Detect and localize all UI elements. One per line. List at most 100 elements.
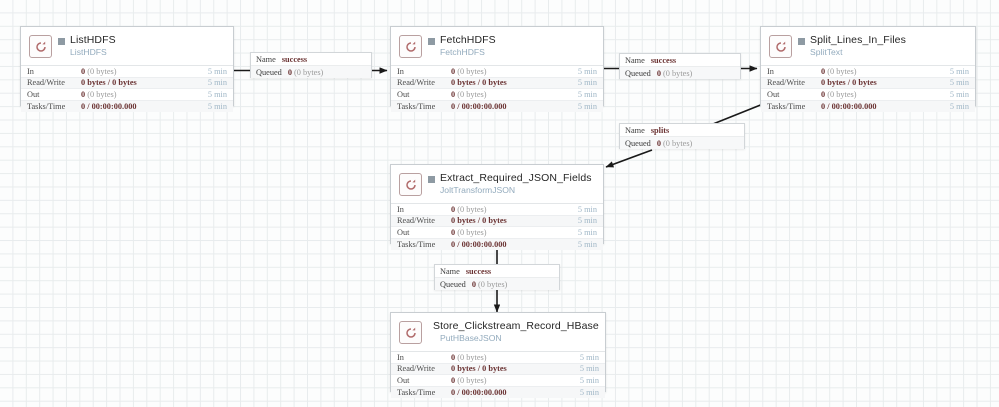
stat-time-out: 5 min [577,89,597,99]
stat-time-out: 5 min [579,375,599,385]
stat-label-in: In [27,66,34,76]
stat-row-tasks-time: Tasks/Time 0 / 00:00:00.000 5 min [391,386,605,398]
stat-value-out: 0 (0 bytes) [81,89,117,99]
run-status-indicator [58,37,65,45]
stat-value-read-write: 0 bytes / 0 bytes [451,216,507,226]
stat-time-in: 5 min [207,66,227,76]
processor-node-store-clickstream-record-hbase[interactable]: Store_Clickstream_Record_HBase PutHBaseJ… [390,312,606,398]
connection-name-value: success [465,266,492,276]
connection-queued-row: Queued 0 (0 bytes) [251,66,371,78]
stat-label-tasks-time: Tasks/Time [397,387,436,397]
processor-header: FetchHDFS FetchHDFS [391,27,603,65]
connection-name-value: splits [650,125,670,135]
processor-header: Extract_Required_JSON_Fields JoltTransfo… [391,165,603,203]
stat-time-tasks-time: 5 min [577,101,597,111]
processor-stats: In 0 (0 bytes) 5 min Read/Write 0 bytes … [391,351,605,398]
stat-label-out: Out [397,227,410,237]
stat-value-read-write: 0 bytes / 0 bytes [451,78,507,88]
stat-label-read-write: Read/Write [397,216,435,226]
connection-label-extract-to-store[interactable]: Name success Queued 0 (0 bytes) [434,264,560,290]
stat-value-read-write: 0 bytes / 0 bytes [81,78,137,88]
stat-value-tasks-time: 0 / 00:00:00.000 [821,101,877,111]
processor-stats: In 0 (0 bytes) 5 min Read/Write 0 bytes … [391,65,603,112]
stat-label-tasks-time: Tasks/Time [397,239,436,249]
stat-row-in: In 0 (0 bytes) 5 min [761,66,975,78]
stat-value-out: 0 (0 bytes) [821,89,857,99]
stat-label-in: In [397,352,404,362]
processor-name: FetchHDFS [440,34,496,46]
stat-row-out: Out 0 (0 bytes) 5 min [391,375,605,387]
stat-label-tasks-time: Tasks/Time [397,101,436,111]
stat-row-read-write: Read/Write 0 bytes / 0 bytes 5 min [391,77,603,89]
processor-type: ListHDFS [70,47,107,58]
connection-queued-row: Queued 0 (0 bytes) [620,67,740,79]
processor-header: ListHDFS ListHDFS [21,27,233,65]
stat-label-read-write: Read/Write [397,78,435,88]
connection-name-row: Name success [251,53,371,66]
stat-row-tasks-time: Tasks/Time 0 / 00:00:00.000 5 min [391,100,603,112]
connection-queued-row: Queued 0 (0 bytes) [435,278,559,290]
connection-queued-row: Queued 0 (0 bytes) [620,137,744,149]
processor-cycle-icon [399,173,422,196]
stat-time-tasks-time: 5 min [949,101,969,111]
connection-queued-key: Queued [440,279,466,289]
stat-label-in: In [397,204,404,214]
processor-name: Split_Lines_In_Files [810,34,906,46]
stat-value-read-write: 0 bytes / 0 bytes [821,78,877,88]
connection-queued-key: Queued [625,68,651,78]
run-status-indicator [798,37,805,45]
stat-time-read-write: 5 min [949,78,969,88]
stat-value-in: 0 (0 bytes) [451,204,487,214]
stat-value-read-write: 0 bytes / 0 bytes [451,364,507,374]
stat-value-in: 0 (0 bytes) [451,352,487,362]
stat-label-read-write: Read/Write [767,78,805,88]
connection-name-row: Name success [435,265,559,278]
connection-queued-value: 0 (0 bytes) [287,67,324,77]
stat-time-in: 5 min [579,352,599,362]
processor-name: ListHDFS [70,34,116,46]
stat-time-tasks-time: 5 min [579,387,599,397]
stat-label-tasks-time: Tasks/Time [27,101,66,111]
connection-queued-value: 0 (0 bytes) [656,138,693,148]
stat-row-read-write: Read/Write 0 bytes / 0 bytes 5 min [391,215,603,227]
processor-node-fetch-hdfs[interactable]: FetchHDFS FetchHDFS In 0 (0 bytes) 5 min… [390,26,604,112]
stat-row-tasks-time: Tasks/Time 0 / 00:00:00.000 5 min [761,100,975,112]
stat-label-out: Out [27,89,40,99]
processor-node-extract-required-json-fields[interactable]: Extract_Required_JSON_Fields JoltTransfo… [390,164,604,250]
connection-name-key: Name [625,55,645,65]
connection-label-fetch-to-split[interactable]: Name success Queued 0 (0 bytes) [619,53,741,79]
connection-name-value: success [650,55,677,65]
stat-row-tasks-time: Tasks/Time 0 / 00:00:00.000 5 min [391,238,603,250]
processor-stats: In 0 (0 bytes) 5 min Read/Write 0 bytes … [21,65,233,112]
processor-cycle-icon [399,321,422,344]
stat-time-in: 5 min [577,204,597,214]
connection-label-list-to-fetch[interactable]: Name success Queued 0 (0 bytes) [250,52,372,78]
connection-queued-value: 0 (0 bytes) [656,68,693,78]
stat-label-read-write: Read/Write [27,78,65,88]
run-status-indicator [428,175,435,183]
stat-time-tasks-time: 5 min [207,101,227,111]
processor-stats: In 0 (0 bytes) 5 min Read/Write 0 bytes … [391,203,603,250]
processor-node-split-lines-in-files[interactable]: Split_Lines_In_Files SplitText In 0 (0 b… [760,26,976,112]
stat-value-in: 0 (0 bytes) [451,66,487,76]
stat-label-out: Out [397,89,410,99]
processor-cycle-icon [399,35,422,58]
stat-time-read-write: 5 min [579,364,599,374]
stat-row-in: In 0 (0 bytes) 5 min [391,352,605,364]
processor-type: SplitText [810,47,843,58]
connection-label-split-to-extract[interactable]: Name splits Queued 0 (0 bytes) [619,123,745,149]
stat-row-out: Out 0 (0 bytes) 5 min [21,89,233,101]
edge-split-to-extract-lower[interactable] [605,149,653,168]
processor-node-list-hdfs[interactable]: ListHDFS ListHDFS In 0 (0 bytes) 5 min R… [20,26,234,112]
stat-value-tasks-time: 0 / 00:00:00.000 [81,101,137,111]
stat-value-tasks-time: 0 / 00:00:00.000 [451,239,507,249]
run-status-indicator [428,37,435,45]
stat-row-in: In 0 (0 bytes) 5 min [21,66,233,78]
processor-type: PutHBaseJSON [440,333,502,344]
stat-label-read-write: Read/Write [397,364,435,374]
stat-time-in: 5 min [949,66,969,76]
processor-header: Split_Lines_In_Files SplitText [761,27,975,65]
stat-value-out: 0 (0 bytes) [451,227,487,237]
stat-value-in: 0 (0 bytes) [81,66,117,76]
